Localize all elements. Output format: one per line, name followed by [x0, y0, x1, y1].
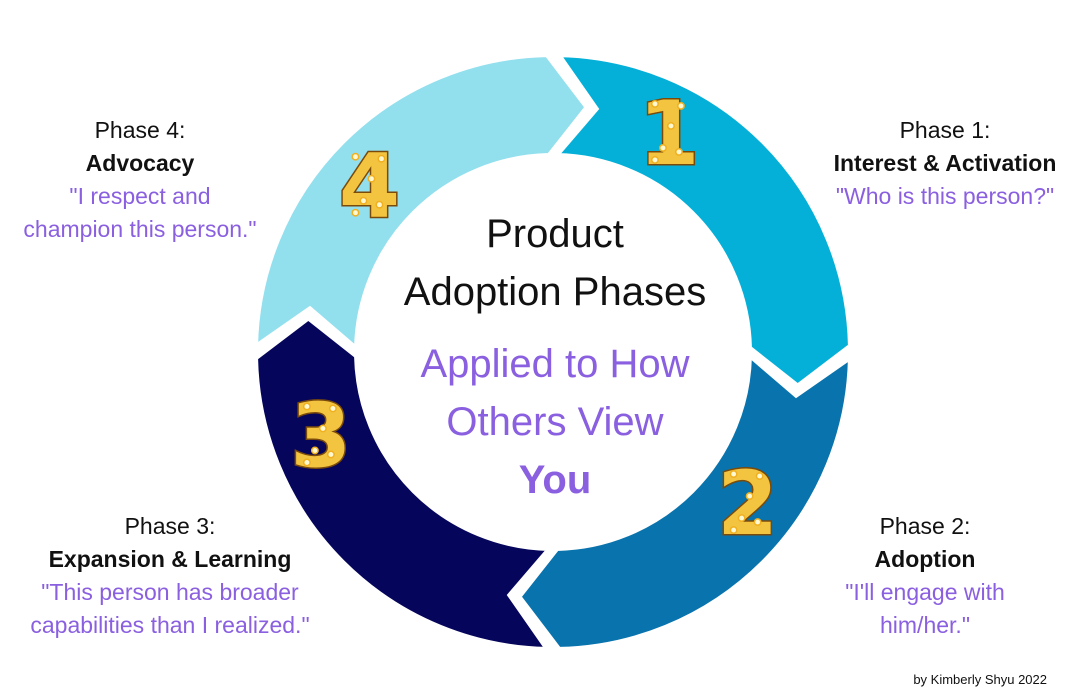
marquee-bulb — [675, 147, 683, 156]
phase-1-quote: "Who is this person?" — [835, 183, 1055, 209]
marquee-bulb — [753, 518, 762, 527]
marquee-bulb — [302, 458, 311, 467]
marquee-bulb — [377, 154, 386, 163]
phase-4-quote-line1: "I respect and — [69, 183, 211, 209]
marquee-bulb — [326, 450, 335, 459]
phase-2-quote-line2: him/her." — [880, 612, 970, 638]
marquee-bulb — [677, 101, 685, 110]
center-subtitle-line2: Others View — [446, 400, 664, 444]
marquee-bulb — [351, 208, 360, 217]
phase-1-title: Phase 1: — [899, 117, 991, 143]
center-text: Product Adoption Phases Applied to How O… — [360, 205, 750, 509]
phase-number-4: 4 — [337, 133, 401, 239]
cycle-segment-3 — [254, 315, 554, 652]
marquee-bulb — [667, 121, 675, 130]
phase-4-name: Advocacy — [85, 150, 195, 176]
center-subtitle-line1: Applied to How — [420, 342, 690, 386]
marquee-bulb — [302, 402, 311, 411]
phase-number-glyph-1: 1 — [638, 82, 699, 185]
marquee-bulb — [729, 470, 738, 479]
marquee-bulb — [651, 99, 659, 108]
center-subtitle: Applied to How Others View — [360, 335, 750, 451]
phase-3-title: Phase 3: — [124, 513, 216, 539]
marquee-bulb — [651, 155, 659, 164]
center-title-line2: Adoption Phases — [403, 270, 707, 314]
center-title-line1: Product — [486, 212, 624, 256]
phase-number-1: 1 — [637, 80, 701, 186]
phase-1-label: Phase 1: Interest & Activation "Who is t… — [815, 114, 1075, 213]
marquee-bulb — [310, 446, 319, 455]
marquee-bulb — [318, 424, 327, 433]
phase-4-label: Phase 4: Advocacy "I respect and champio… — [0, 114, 280, 246]
phase-number-glyph-2: 2 — [717, 452, 778, 555]
cycle-segment-4 — [253, 53, 590, 353]
marquee-bulb — [737, 514, 746, 523]
credit-text: by Kimberly Shyu 2022 — [913, 672, 1047, 687]
center-title: Product Adoption Phases — [360, 205, 750, 321]
phase-2-label: Phase 2: Adoption "I'll engage with him/… — [805, 510, 1045, 642]
marquee-bulb — [745, 492, 754, 501]
marquee-bulb — [755, 472, 764, 481]
phase-2-quote-line1: "I'll engage with — [845, 579, 1005, 605]
marquee-bulb — [367, 174, 376, 183]
phase-number-glyph-4: 4 — [339, 135, 400, 238]
phase-1-name: Interest & Activation — [833, 150, 1057, 176]
center-circle — [358, 157, 748, 547]
phase-3-label: Phase 3: Expansion & Learning "This pers… — [10, 510, 330, 642]
phase-number-glyph-3: 3 — [290, 384, 351, 487]
cycle-segment-1 — [552, 52, 852, 389]
marquee-bulb — [729, 526, 738, 535]
marquee-bulb — [659, 143, 667, 152]
marquee-bulb — [351, 152, 360, 161]
phase-3-quote-line1: "This person has broader — [41, 579, 299, 605]
phase-number-3: 3 — [289, 383, 353, 489]
marquee-bulb — [328, 404, 337, 413]
phase-2-name: Adoption — [874, 546, 976, 572]
phase-number-2: 2 — [716, 451, 780, 557]
phase-3-quote-line2: capabilities than I realized." — [30, 612, 310, 638]
phase-4-quote-line2: champion this person." — [23, 216, 257, 242]
center-emphasis: You — [518, 458, 592, 502]
phase-3-name: Expansion & Learning — [48, 546, 292, 572]
marquee-bulb — [359, 196, 368, 205]
phase-4-title: Phase 4: — [94, 117, 186, 143]
phase-2-title: Phase 2: — [879, 513, 971, 539]
cycle-segment-2 — [516, 351, 853, 651]
marquee-bulb — [375, 200, 384, 209]
